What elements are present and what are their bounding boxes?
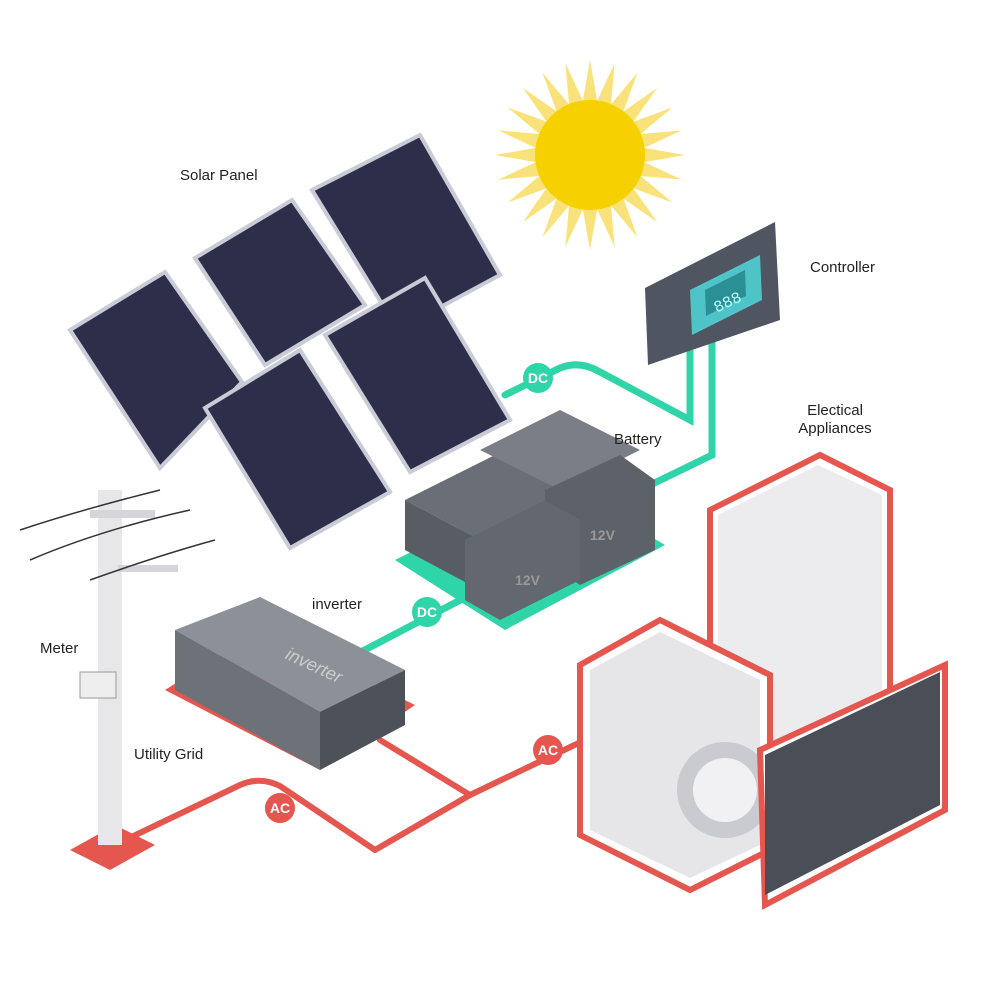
sun-icon xyxy=(495,60,685,250)
ac-badge: AC xyxy=(265,793,295,823)
sun-ray xyxy=(623,188,658,223)
dc-wire xyxy=(351,336,716,659)
appliances-label: Electical Appliances xyxy=(780,402,890,438)
sun-ray xyxy=(498,130,540,148)
solar-panel xyxy=(309,132,503,333)
sun-ray xyxy=(633,107,673,134)
utility-grid-label: Utility Grid xyxy=(134,746,204,763)
appliances-label-line2: Appliances xyxy=(798,420,872,437)
svg-text:DC: DC xyxy=(417,604,437,620)
sun-ray xyxy=(623,87,658,122)
sun-ray xyxy=(565,63,583,105)
appliances xyxy=(577,451,948,910)
ac-wire xyxy=(122,737,588,853)
sun-ray xyxy=(507,176,547,203)
sun-ray xyxy=(542,198,569,238)
sun-ray xyxy=(611,72,638,112)
sun-ray xyxy=(495,147,536,163)
controller-label: Controller xyxy=(810,259,876,276)
sun-ray xyxy=(597,205,615,247)
sun-ray xyxy=(507,107,547,134)
solar-panel xyxy=(67,269,245,472)
sun-ray xyxy=(644,147,685,163)
meter-box xyxy=(79,671,117,699)
sun-ray xyxy=(582,209,598,250)
sun-ray xyxy=(582,60,598,101)
svg-text:AC: AC xyxy=(270,800,290,816)
sun-ray xyxy=(633,176,673,203)
sun-ray xyxy=(565,205,583,247)
inverter-device: inverter xyxy=(165,597,415,770)
sun-ray xyxy=(522,87,557,122)
meter-label: Meter xyxy=(40,640,79,657)
controller-device: 888 xyxy=(645,222,780,365)
solar-panels xyxy=(67,132,513,551)
utility-pole xyxy=(19,489,216,870)
battery-voltage-label: 12V xyxy=(590,527,616,543)
appliances-label-line1: Electical xyxy=(807,402,863,419)
battery-voltage-label: 12V xyxy=(515,572,541,588)
solar-panel xyxy=(192,197,368,368)
solar-panel xyxy=(202,347,393,551)
sun-ray xyxy=(640,130,682,148)
svg-text:DC: DC xyxy=(528,370,548,386)
ac-badge: AC xyxy=(533,735,563,765)
dc-badge: DC xyxy=(523,363,553,393)
sun-ray xyxy=(542,72,569,112)
sun-ray xyxy=(522,188,557,223)
sun-ray xyxy=(498,162,540,180)
solar-panel-label: Solar Panel xyxy=(180,167,258,184)
dc-badge: DC xyxy=(412,597,442,627)
solar-panel xyxy=(322,275,513,475)
sun-ray xyxy=(597,63,615,105)
sun-ray xyxy=(611,198,638,238)
inverter-label: inverter xyxy=(312,596,363,613)
sun-ray xyxy=(640,162,682,180)
battery-bank: 12V 12V xyxy=(395,410,665,630)
battery-label: Battery xyxy=(614,431,662,448)
svg-text:AC: AC xyxy=(538,742,558,758)
